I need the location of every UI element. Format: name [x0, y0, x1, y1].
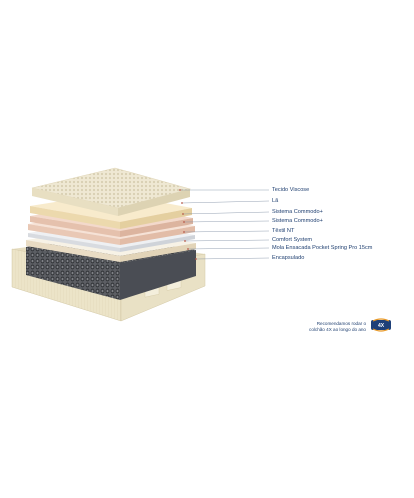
cover-front [32, 188, 118, 216]
layer-label-comfort-system: Comfort System [272, 236, 313, 243]
layer-label-textil-nt: Têxtil NT [272, 227, 295, 234]
spring-front [26, 247, 120, 300]
layer-label-sistema-commodo-1: Sistema Commodo+ [272, 208, 323, 215]
cover-side [118, 189, 190, 216]
layer-label-encapsulado: Encapsulado [272, 254, 305, 261]
leader-line [183, 230, 270, 233]
leader-line [184, 239, 270, 242]
rotation-recommendation: Recomendamos rodar o colchão 4X ao longo… [276, 321, 366, 333]
leader-line [187, 247, 270, 250]
leader-dot [195, 258, 197, 260]
layer-label-pocket-spring: Mola Ensacada Pocket Spring Pro 15cm [272, 244, 373, 251]
rotation-badge-icon: 4X [371, 318, 391, 332]
layer-label-sistema-commodo-2: Sistema Commodo+ [272, 217, 323, 224]
recommendation-line-1: Recomendamos rodar o [316, 321, 366, 326]
spring-side [120, 250, 196, 300]
leader-dot [181, 202, 183, 204]
leader-line [182, 211, 270, 215]
viscose-top-cover [31, 167, 192, 216]
leader-line [183, 220, 270, 223]
leader-line [181, 200, 270, 204]
leader-dot [182, 213, 184, 215]
layer-label-la: Lã [272, 197, 279, 204]
leader-lines [179, 189, 270, 260]
badge-text: 4X [378, 323, 385, 329]
leader-dot [183, 231, 185, 233]
leader-dot [184, 240, 186, 242]
leader-dot [187, 248, 189, 250]
leader-line [195, 257, 270, 260]
layer-label-tecido-viscose: Tecido Viscose [272, 186, 310, 193]
leader-dot [183, 221, 185, 223]
recommendation-line-2: colchão 4X ao longo do ano [309, 327, 366, 332]
leader-dot [179, 189, 181, 191]
